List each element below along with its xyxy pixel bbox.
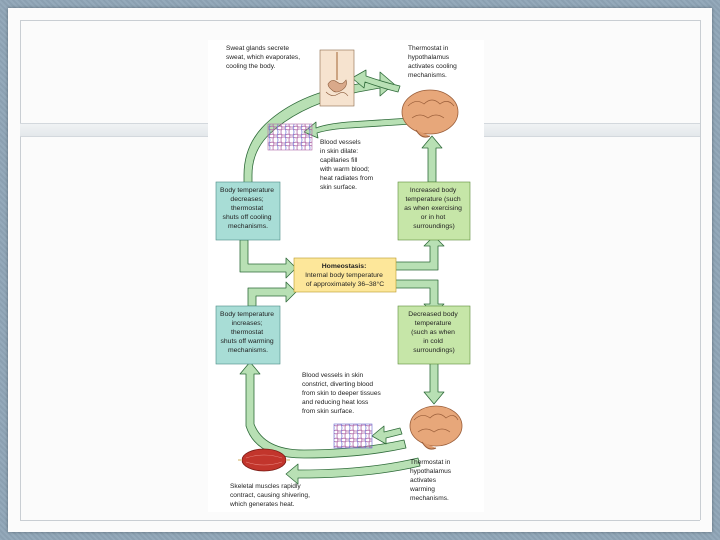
box-temp-increases-line-3: thermostat (231, 329, 263, 336)
label-thermostat-top-line-4: mechanisms. (408, 72, 447, 79)
label-thermostat-top-line-1: Thermostat in (408, 45, 449, 52)
label-constrict-line-5: from skin surface. (302, 408, 354, 415)
homeostasis-line-1: Internal body temperature (305, 272, 383, 279)
skeletal-muscle-icon (238, 448, 290, 472)
svg-text:Homeostasis: Internal bo: Homeostasis: Internal body temperature o… (305, 263, 385, 288)
arrow-to-vessels (303, 117, 413, 139)
label-sweat-line-3: cooling the body. (226, 63, 276, 70)
homeostasis-line-2: of approximately 36–38°C (306, 280, 384, 288)
box-decreased-temp-line-2: temperature (415, 320, 452, 327)
box-temp-decreases-line-1: Body temperature (220, 187, 274, 194)
box-temp-decreases-line-2: decreases; (230, 196, 263, 203)
box-decreased-temp-line-3: (such as when (411, 329, 455, 336)
constricted-vessels-illustration (333, 423, 373, 449)
svg-text:Increased body temperatu: Increased body temperature (such as when… (404, 187, 464, 230)
label-muscles-line-1: Skeletal muscles rapidly (230, 483, 301, 490)
arrow-up-to-brain (421, 135, 443, 183)
box-temp-decreases-line-3: thermostat (231, 205, 263, 212)
label-dilate-line-5: heat radiates from (320, 175, 374, 182)
box-increased-temp-line-5: surroundings) (413, 223, 455, 230)
arrow-increases-to-homeo (247, 281, 297, 307)
brain-bottom-icon (409, 405, 463, 450)
label-thermostat-bottom-line-2: hypothalamus (410, 468, 452, 475)
arrow-left-to-homeo (239, 239, 297, 279)
box-temp-decreases: Body temperature decreases; thermostat s… (215, 181, 281, 241)
svg-text:Decreased body temperatu: Decreased body temperature (such as when… (408, 311, 459, 354)
box-decreased-temp: Decreased body temperature (such as when… (397, 305, 471, 365)
label-thermostat-bottom-line-3: activates (410, 477, 437, 484)
box-increased-temp-line-4: or in hot (421, 214, 446, 221)
box-increased-temp-line-3: as when exercising (404, 205, 462, 212)
label-thermostat-bottom: Thermostat in hypothalamus activates war… (409, 459, 453, 502)
label-dilate-line-1: Blood vessels (320, 139, 361, 146)
brain-top-icon (401, 89, 459, 138)
box-decreased-temp-line-4: in cold (423, 338, 443, 345)
box-decreased-temp-line-5: surroundings) (413, 347, 455, 354)
box-increased-temp-line-1: Increased body (410, 187, 457, 194)
label-thermostat-bottom-line-5: mechanisms. (410, 495, 449, 502)
label-sweat-line-1: Sweat glands secrete (226, 45, 289, 52)
box-increased-temp-line-2: temperature (such (405, 196, 460, 203)
label-skeletal-muscles: Skeletal muscles rapidly contract, causi… (229, 483, 312, 508)
arrow-to-sweat (351, 69, 401, 93)
label-muscles-line-3: which generates heat. (229, 501, 295, 508)
label-vessels-dilate: Blood vessels in skin dilate: capillarie… (319, 139, 375, 191)
label-thermostat-top: Thermostat in hypothalamus activates coo… (408, 45, 459, 79)
label-vessels-constrict: Blood vessels in skin constrict, diverti… (302, 372, 383, 415)
box-temp-increases-line-1: Body temperature (220, 311, 274, 318)
box-homeostasis: Homeostasis: Internal body temperature o… (293, 257, 397, 293)
label-thermostat-top-line-3: activates cooling (408, 63, 457, 70)
label-constrict-line-4: and reducing heat loss (302, 399, 369, 406)
label-constrict-line-1: Blood vessels in skin (302, 372, 364, 379)
box-temp-decreases-line-4: shuts off cooling (223, 214, 272, 221)
thermoregulation-figure: Body temperature decreases; thermostat s… (208, 40, 484, 512)
arrow-to-constrict (371, 425, 403, 445)
label-dilate-line-4: with warm blood; (319, 166, 370, 173)
frame-line-left (20, 20, 21, 520)
label-thermostat-bottom-line-1: Thermostat in (410, 459, 451, 466)
arrow-to-muscles (285, 457, 421, 485)
box-temp-increases: Body temperature increases; thermostat s… (215, 305, 281, 365)
frame-line-bottom (20, 520, 700, 521)
box-temp-increases-line-5: mechanisms. (228, 347, 268, 354)
frame-line-right (700, 20, 701, 520)
label-muscles-line-2: contract, causing shivering, (230, 492, 310, 499)
svg-text:Body temperature decreas: Body temperature decreases; thermostat s… (220, 187, 276, 230)
box-temp-increases-line-4: shuts off warming (220, 338, 273, 345)
box-temp-decreases-line-5: mechanisms. (228, 223, 268, 230)
arrow-homeo-to-increased (393, 235, 445, 271)
frame-line-top (20, 20, 700, 21)
thermoregulation-diagram: Body temperature decreases; thermostat s… (215, 45, 471, 508)
homeostasis-title: Homeostasis: (322, 263, 367, 270)
sweat-gland-illustration (319, 49, 355, 107)
box-temp-increases-line-2: increases; (232, 320, 263, 327)
svg-text:Body temperature increas: Body temperature increases; thermostat s… (220, 311, 276, 354)
arrow-bottom-arc (239, 361, 407, 459)
box-decreased-temp-line-1: Decreased body (408, 311, 458, 318)
label-constrict-line-2: constrict, diverting blood (302, 381, 373, 388)
label-dilate-line-2: in skin dilate: (320, 148, 358, 155)
label-thermostat-top-line-2: hypothalamus (408, 54, 450, 61)
label-sweat-glands: Sweat glands secrete sweat, which evapor… (226, 45, 302, 70)
label-sweat-line-2: sweat, which evaporates, (226, 54, 300, 61)
label-dilate-line-3: capillaries fill (320, 157, 358, 164)
box-increased-temp: Increased body temperature (such as when… (397, 181, 471, 241)
dilated-vessels-illustration (267, 123, 313, 151)
label-constrict-line-3: from skin to deeper tissues (302, 390, 381, 397)
label-dilate-line-6: skin surface. (320, 184, 357, 191)
arrow-decreased-to-brain (423, 361, 445, 405)
label-thermostat-bottom-line-4: warming (409, 486, 435, 493)
